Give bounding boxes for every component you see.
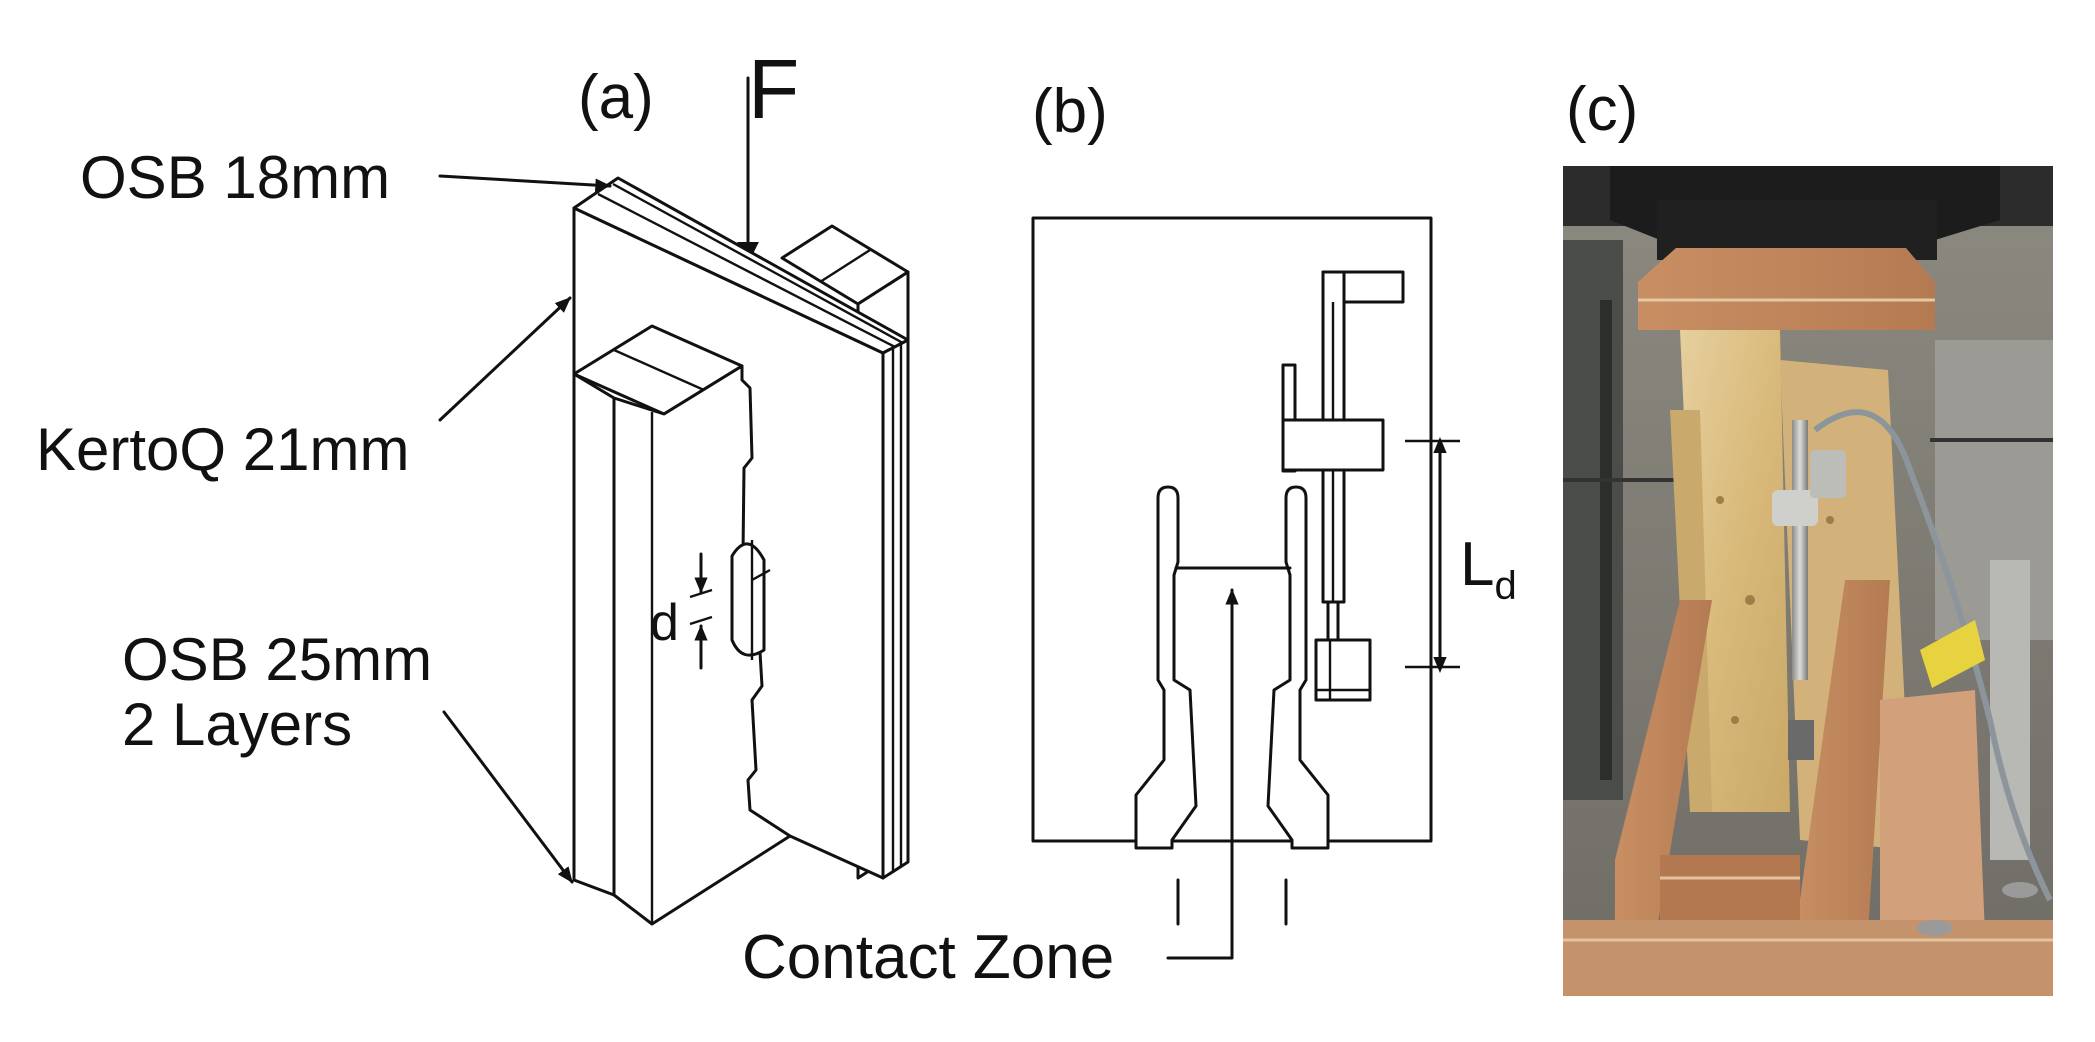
specimen-isometric: d: [572, 176, 910, 926]
force-label: F: [748, 42, 799, 136]
osb-25mm-leader: [442, 710, 574, 884]
kertoq-21mm-label: KertoQ 21mm: [36, 416, 409, 483]
panel-a-label: (a): [578, 63, 654, 132]
panel-b-label: (b): [1032, 77, 1108, 146]
d-label: d: [650, 594, 679, 652]
panel-a: (a) F: [36, 42, 910, 926]
panel-c: (c): [1563, 75, 2053, 996]
panel-b: (b) Ld Contact Zone: [742, 77, 1517, 992]
test-setup-photo: [1563, 166, 2053, 996]
contact-zone-label: Contact Zone: [742, 923, 1114, 992]
osb-25mm-label-line1: OSB 25mm: [122, 626, 432, 693]
connector-profile: [1134, 485, 1330, 850]
osb-18mm-label: OSB 18mm: [80, 144, 390, 211]
displacement-sensor: [1281, 270, 1405, 702]
contact-zone-leader: [1166, 588, 1239, 960]
osb-25mm-label-line2: 2 Layers: [122, 691, 352, 758]
osb-18mm-leader: [438, 174, 612, 192]
kertoq-21mm-leader: [438, 296, 572, 422]
panel-c-label: (c): [1566, 75, 1638, 144]
ld-label: Ld: [1460, 530, 1517, 608]
